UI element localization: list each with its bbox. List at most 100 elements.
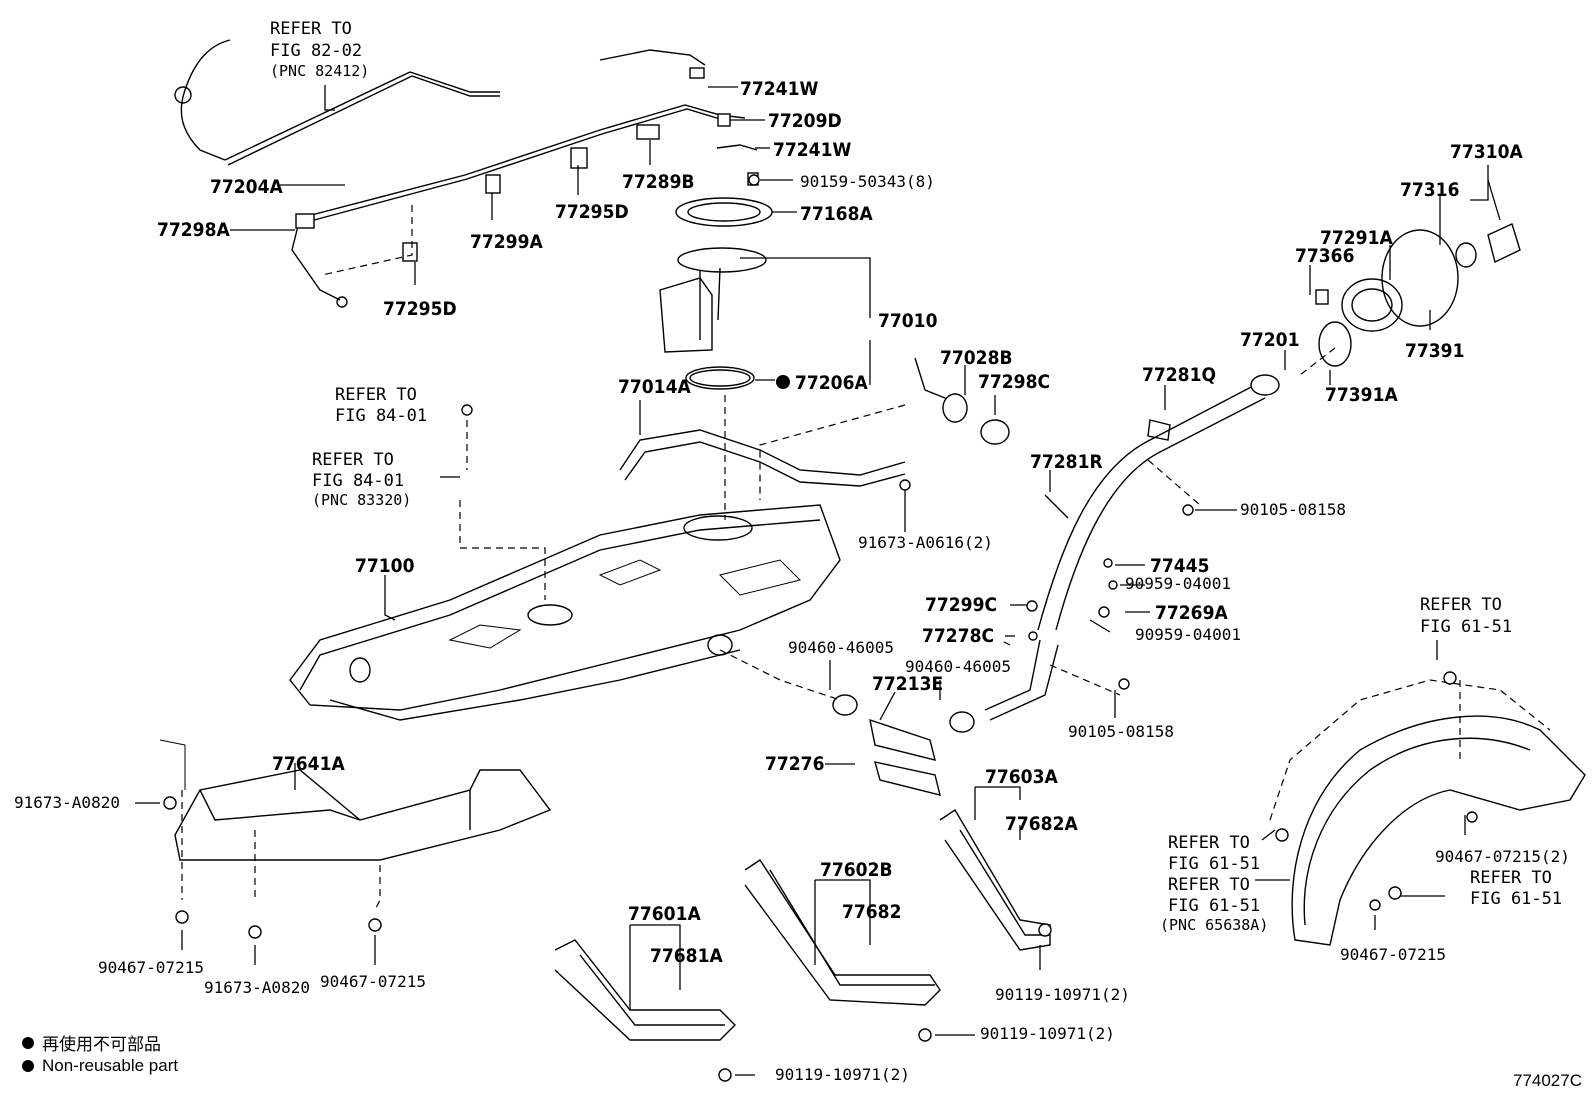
label-91673-a0616: 91673-A0616(2) — [858, 533, 993, 552]
label-77603a: 77603A — [985, 766, 1058, 788]
legend-row-en: Non-reusable part — [22, 1056, 178, 1076]
label-77295d-a: 77295D — [555, 201, 629, 223]
ref-fig-61-51-c: REFER TO FIG 61-51 (PNC 65638A) — [1160, 875, 1268, 934]
label-77391: 77391 — [1405, 340, 1464, 362]
svg-text:REFER TO: REFER TO — [335, 385, 417, 405]
label-77299a: 77299A — [470, 231, 543, 253]
label-77241w-b: 77241W — [773, 139, 851, 161]
label-77100: 77100 — [355, 555, 415, 577]
vent-hose — [914, 357, 1010, 445]
fender-liner — [1269, 679, 1586, 946]
svg-text:(PNC 65638A): (PNC 65638A) — [1160, 916, 1268, 934]
label-77201: 77201 — [1240, 329, 1299, 351]
svg-text:REFER TO: REFER TO — [1420, 595, 1502, 615]
label-77010: 77010 — [878, 310, 938, 332]
label-77014a: 77014A — [618, 376, 691, 398]
svg-text:REFER TO: REFER TO — [1168, 833, 1250, 853]
label-90467-07215-b: 90467-07215 — [320, 972, 426, 991]
label-77641a: 77641A — [272, 753, 345, 775]
label-90959-04001-b: 90959-04001 — [1135, 625, 1241, 644]
label-77445: 77445 — [1150, 555, 1209, 577]
label-77682a: 77682A — [1005, 813, 1078, 835]
label-90105-08158-b: 90105-08158 — [1068, 722, 1174, 741]
label-90119-10971-c: 90119-10971(2) — [775, 1065, 910, 1084]
label-77291a: 77291A — [1320, 227, 1393, 249]
svg-text:REFER TO: REFER TO — [1470, 868, 1552, 888]
non-reusable-mark-77206a — [776, 375, 790, 389]
svg-text:FIG 61-51: FIG 61-51 — [1420, 617, 1512, 637]
svg-text:FIG 84-01: FIG 84-01 — [312, 471, 404, 491]
dashed-guides — [181, 205, 1201, 911]
legend-text-jp: 再使用不可部品 — [42, 1035, 161, 1054]
label-77295d-b: 77295D — [383, 298, 457, 320]
label-77299c: 77299C — [925, 594, 997, 616]
svg-text:REFER TO: REFER TO — [1168, 875, 1250, 895]
label-77298a: 77298A — [157, 219, 230, 241]
clamp-77281r — [1044, 494, 1069, 519]
ref-fig-61-51-a: REFER TO FIG 61-51 — [1420, 595, 1512, 637]
label-77298c: 77298C — [978, 371, 1050, 393]
svg-text:FIG 61-51: FIG 61-51 — [1168, 896, 1260, 916]
ref-fig-84-01-b: REFER TO FIG 84-01 (PNC 83320) — [312, 450, 411, 509]
filler-hoses — [832, 694, 975, 796]
filler-cap-parts — [1299, 223, 1521, 376]
label-90119-10971-b: 90119-10971(2) — [980, 1024, 1115, 1043]
label-90119-10971-a: 90119-10971(2) — [995, 985, 1130, 1004]
legend-row-jp: 再使用不可部品 — [22, 1030, 161, 1055]
label-77391a: 77391A — [1325, 384, 1398, 406]
label-77366: 77366 — [1295, 245, 1354, 267]
label-77213e: 77213E — [872, 673, 943, 695]
filler-pipe — [984, 374, 1280, 721]
label-77281q: 77281Q — [1142, 364, 1216, 386]
label-90959-04001-a: 90959-04001 — [1125, 574, 1231, 593]
strap-77602b — [744, 859, 941, 1006]
figure-code: 774027C — [1512, 1071, 1582, 1090]
label-77289b: 77289B — [622, 171, 695, 193]
breather-hose — [619, 429, 906, 487]
label-77241w-a: 77241W — [740, 78, 818, 100]
clamp-77281q — [1147, 419, 1171, 441]
strap-77601a — [554, 939, 736, 1041]
non-reusable-dot-icon — [22, 1060, 34, 1072]
legend-text-en: Non-reusable part — [42, 1056, 179, 1075]
label-77209d: 77209D — [768, 110, 842, 132]
svg-text:FIG 82-02: FIG 82-02 — [270, 41, 362, 61]
ref-fig-61-51-b: REFER TO FIG 61-51 — [1168, 833, 1260, 874]
label-77276: 77276 — [765, 753, 824, 775]
label-90467-07215-a: 90467-07215 — [98, 958, 204, 977]
label-91673-a0820-a: 91673-A0820 — [14, 793, 120, 812]
label-77204a: 77204A — [210, 176, 283, 198]
label-77269a: 77269A — [1155, 602, 1228, 624]
svg-text:FIG 84-01: FIG 84-01 — [335, 406, 427, 426]
svg-text:REFER TO: REFER TO — [312, 450, 394, 470]
svg-text:(PNC 83320): (PNC 83320) — [312, 491, 411, 509]
label-90467-07215-d: 90467-07215 — [1340, 945, 1446, 964]
ref-fig-61-51-d: REFER TO FIG 61-51 — [1470, 868, 1562, 909]
ref-fig-82-02: REFER TO FIG 82-02 (PNC 82412) — [270, 19, 369, 80]
fuel-tank — [289, 504, 841, 721]
label-77206a: 77206A — [795, 372, 868, 394]
label-77601a: 77601A — [628, 903, 701, 925]
label-77168a: 77168A — [800, 203, 873, 225]
tank-protector — [159, 739, 552, 861]
label-91673-a0820-b: 91673-A0820 — [204, 978, 310, 997]
label-77602b: 77602B — [820, 859, 893, 881]
label-77316: 77316 — [1400, 179, 1459, 201]
svg-text:FIG 61-51: FIG 61-51 — [1470, 889, 1562, 909]
label-90159-50343: 90159-50343(8) — [800, 172, 935, 191]
label-77278c: 77278C — [922, 625, 994, 647]
leader-lines — [135, 85, 1501, 1076]
label-90460-46005-a: 90460-46005 — [788, 638, 894, 657]
label-90467-07215-c: 90467-07215(2) — [1435, 847, 1570, 866]
label-77028b: 77028B — [940, 347, 1013, 369]
svg-text:REFER TO: REFER TO — [270, 19, 352, 39]
svg-text:FIG 61-51: FIG 61-51 — [1168, 854, 1260, 874]
label-90105-08158-a: 90105-08158 — [1240, 500, 1346, 519]
label-77281r: 77281R — [1030, 451, 1103, 473]
label-77681a: 77681A — [650, 945, 723, 967]
ref-fig-84-01-a: REFER TO FIG 84-01 — [335, 385, 427, 426]
label-77682: 77682 — [842, 901, 901, 923]
svg-text:(PNC 82412): (PNC 82412) — [270, 62, 369, 80]
